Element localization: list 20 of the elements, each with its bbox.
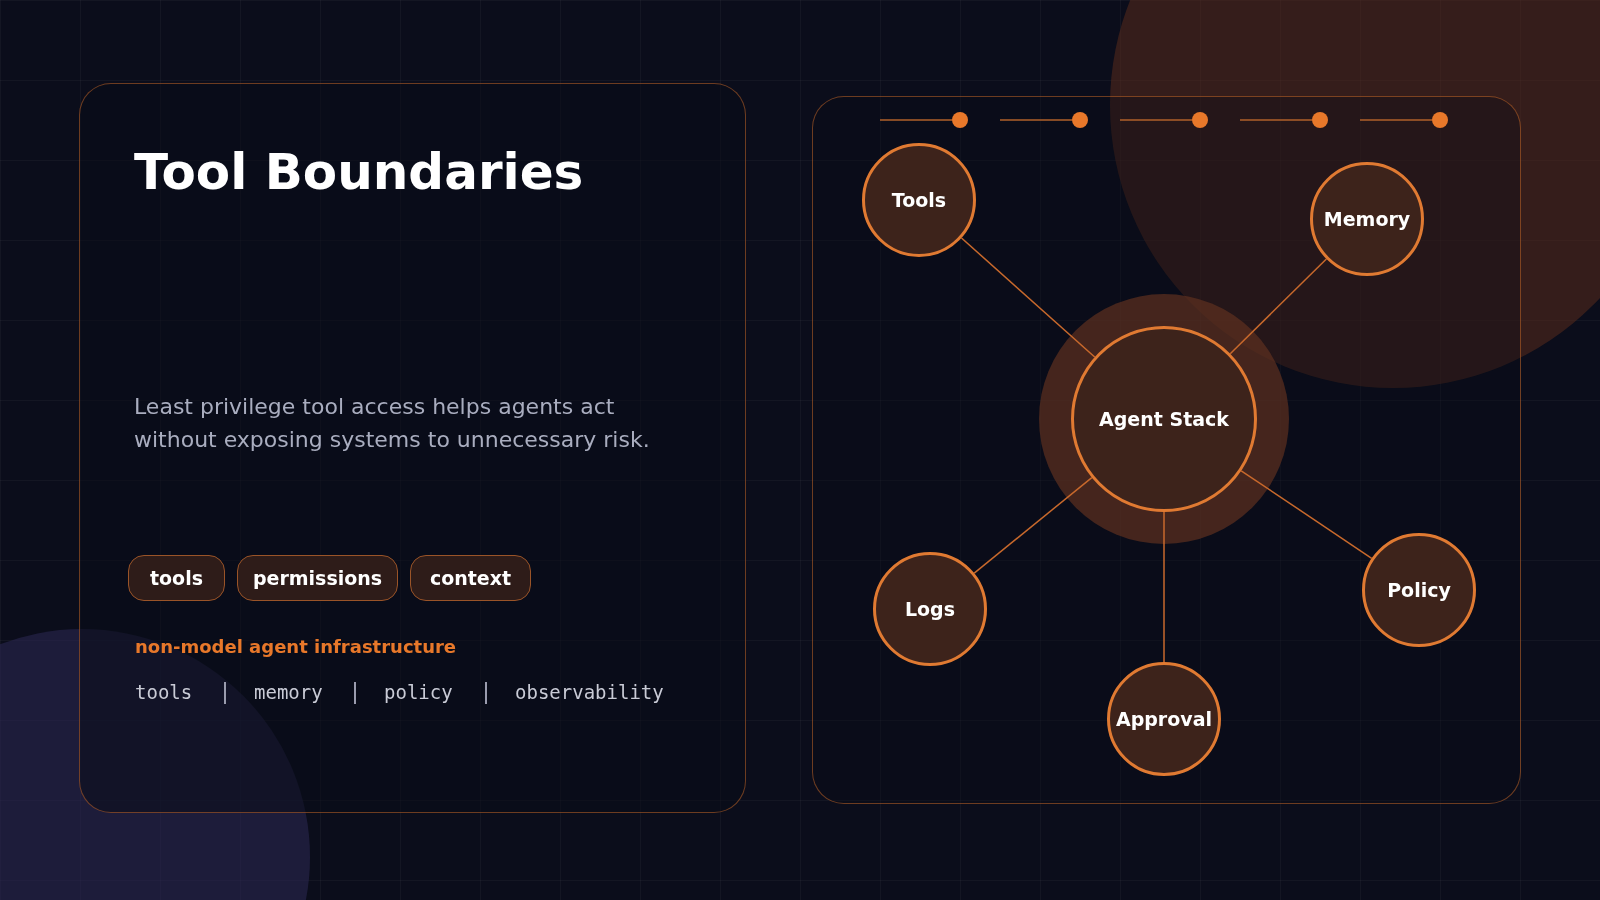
node-circle: Memory [1310,162,1424,276]
description-text: Least privilege tool access helps agents act without exposing systems to unnecessary risk. [134,393,651,454]
connector-line [1229,258,1328,355]
connector-line [1163,511,1165,663]
keyword-text: memory [254,681,323,703]
tag-pill: tools [128,555,225,601]
node-circle: Policy [1362,533,1476,647]
slide-title: Tool Boundaries [134,143,584,201]
connector-line [960,237,1096,358]
keyword-text: observability [515,681,664,703]
keyword-text: policy [384,681,453,703]
subheading-text: non-model agent infrastructure [135,636,457,657]
connector-line [1240,470,1373,559]
node-circle: Approval [1107,662,1221,776]
node-circle: Logs [873,552,987,666]
keyword-text: tools [135,681,193,703]
connector-line [973,476,1093,574]
tag-pill: permissions [237,555,398,601]
node-circle: Tools [862,143,976,257]
tag-pill: context [410,555,531,601]
